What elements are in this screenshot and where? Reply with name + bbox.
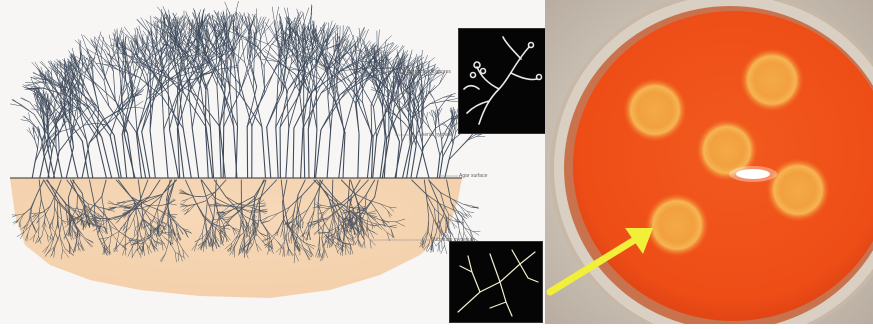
label-aerial-hyphae: Aerial hyphae: [421, 132, 452, 138]
aerial-hyphae: [10, 1, 485, 178]
colony: [623, 78, 687, 142]
agar-plate-photo-panel: [545, 0, 873, 324]
micrograph-substrate-image: [450, 242, 542, 322]
micrograph-substrate-mycelium: [449, 241, 543, 323]
colony: [740, 48, 804, 112]
colony: [766, 158, 830, 222]
label-conidiospore-chain: Chain of conidiospores: [400, 69, 451, 75]
agar-plate-photo: [545, 0, 873, 324]
mycelium-illustration-panel: Chain of conidiospores Aerial hyphae Aga…: [0, 0, 545, 324]
label-agar-surface: Agar surface: [459, 173, 487, 179]
micrograph-aerial-image: [459, 29, 545, 133]
colony: [645, 193, 709, 257]
micrograph-aerial-hyphae: [458, 28, 546, 134]
